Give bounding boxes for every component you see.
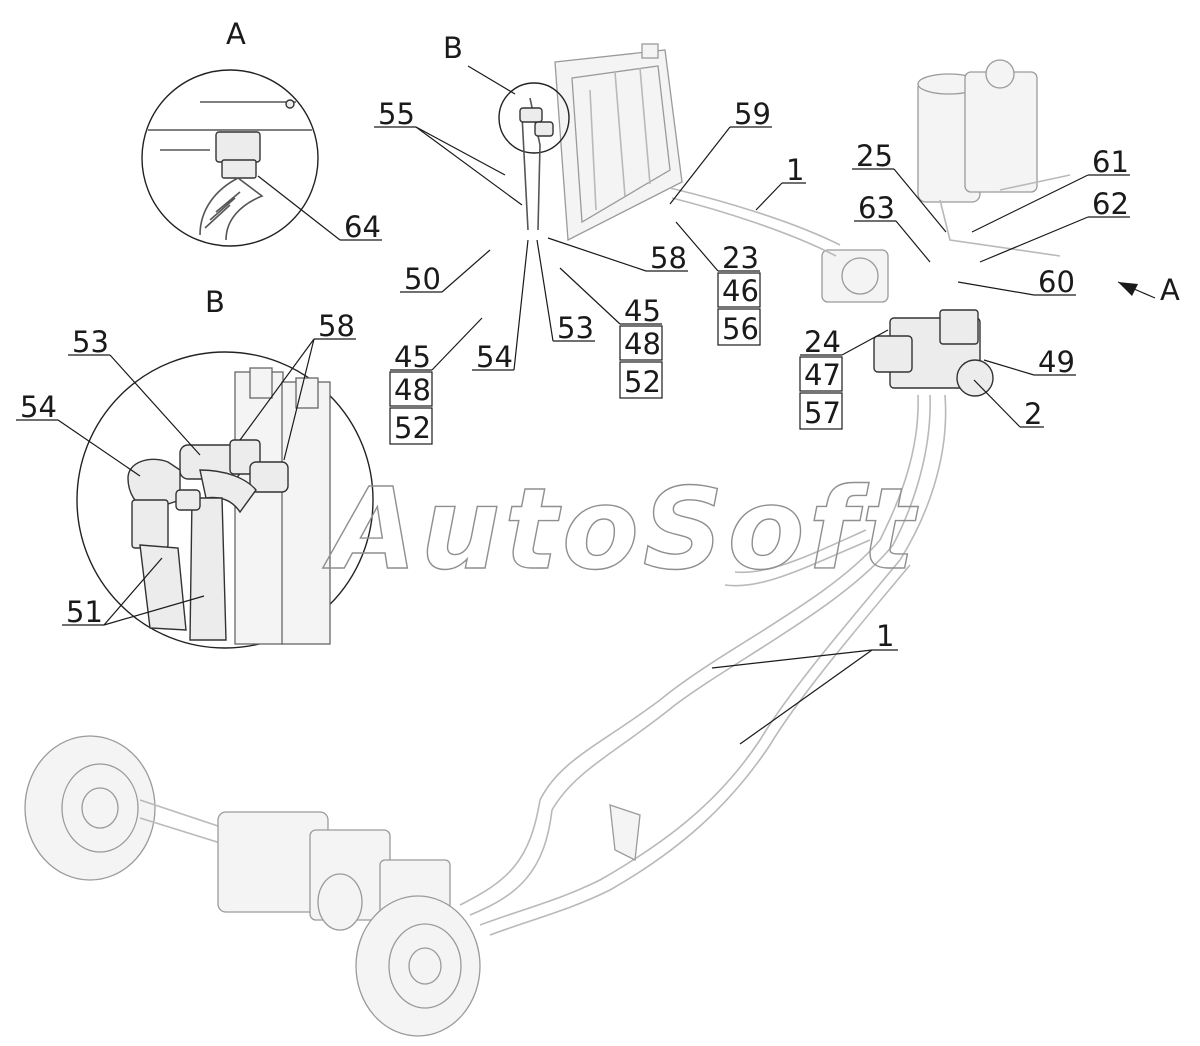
hydraulic-tank [917, 59, 1071, 257]
label-64: 64 [344, 210, 381, 244]
label-50: 50 [404, 262, 441, 296]
label-51: 51 [66, 595, 103, 629]
view-label-b-small: B [443, 31, 463, 65]
view-arrow-a: A [1117, 273, 1180, 307]
label-46: 46 [722, 274, 759, 308]
label-59: 59 [734, 97, 771, 131]
arrow-label-a: A [1160, 273, 1180, 307]
label-45-left: 45 [394, 340, 431, 374]
label-45-center: 45 [624, 294, 661, 328]
label-48-center: 48 [624, 327, 661, 361]
drawing-linework [24, 43, 1071, 1037]
radiator [554, 43, 683, 242]
label-61: 61 [1092, 145, 1129, 179]
label-1-lower: 1 [876, 619, 894, 653]
label-52-center: 52 [624, 365, 661, 399]
label-48-left: 48 [394, 373, 431, 407]
pipe-run [459, 187, 947, 936]
label-53-detail: 53 [72, 325, 109, 359]
label-58-top: 58 [650, 241, 687, 275]
view-label-a: A [226, 17, 246, 51]
drive-axle [24, 735, 641, 1037]
detail-marker-b [498, 82, 570, 231]
label-54-detail: 54 [20, 390, 57, 424]
label-56: 56 [722, 312, 759, 346]
detail-view-a [141, 69, 319, 247]
label-25: 25 [856, 139, 893, 173]
label-58-detail: 58 [318, 309, 355, 343]
label-62: 62 [1092, 187, 1129, 221]
label-60: 60 [1038, 265, 1075, 299]
label-53-top: 53 [557, 311, 594, 345]
label-54-top: 54 [476, 340, 513, 374]
label-57: 57 [804, 396, 841, 430]
view-label-b-large: B [205, 285, 225, 319]
control-valve-block [873, 309, 994, 397]
label-49: 49 [1038, 345, 1075, 379]
label-2: 2 [1024, 397, 1042, 431]
label-52-left: 52 [394, 411, 431, 445]
label-63: 63 [858, 191, 895, 225]
label-1-top: 1 [786, 153, 804, 187]
callouts: 64 55 50 45 48 52 54 53 58 45 [16, 97, 1130, 745]
detail-view-b [76, 351, 374, 649]
watermark-text: AutoSoft [322, 465, 919, 595]
label-23: 23 [722, 241, 759, 275]
label-47: 47 [804, 358, 841, 392]
pump-assembly [821, 249, 889, 303]
label-24: 24 [804, 325, 841, 359]
label-55: 55 [378, 97, 415, 131]
